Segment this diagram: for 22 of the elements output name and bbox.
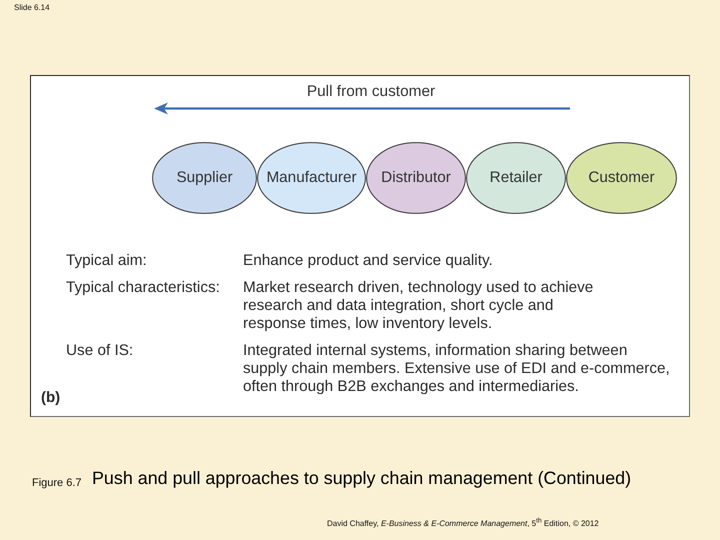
row-text: Integrated internal systems, information sharing between supply chain members. Extensive use of EDI and e-commerce, often through B2B exchanges and intermediaries. (243, 342, 671, 396)
slide-number: Slide 6.14 (14, 3, 50, 12)
row-text: Market research driven, technology used to achieve research and data integration, short cycle and response times, low inventory levels. (243, 279, 594, 333)
stage-ellipse (152, 142, 257, 214)
stage-ellipse (366, 142, 466, 214)
stage-label: Supplier (176, 169, 233, 187)
stage-ellipse (257, 142, 366, 214)
panel-letter: (b) (41, 389, 60, 406)
stage-label: Customer (588, 169, 655, 187)
stage-label: Manufacturer (266, 169, 357, 187)
stage-ellipse (566, 142, 677, 214)
stage-ellipse (466, 142, 566, 214)
stage-label: Distributor (381, 169, 451, 187)
row-heading: Typical aim: (66, 252, 147, 270)
row-text: Enhance product and service quality. (243, 252, 494, 270)
row-heading: Use of IS: (66, 342, 134, 360)
footer-credit: David Chaffey, E-Business & E-Commerce Management, 5$^{th}$ Edition, © 2012 (327, 517, 599, 528)
row-heading: Typical characteristics: (66, 279, 220, 297)
figure-caption: Push and pull approaches to supply chain management (Continued) (92, 468, 632, 489)
direction-label: Pull from customer (306, 83, 436, 101)
stage-label: Retailer (490, 169, 542, 187)
figure-number: Figure 6.7 (32, 477, 82, 489)
